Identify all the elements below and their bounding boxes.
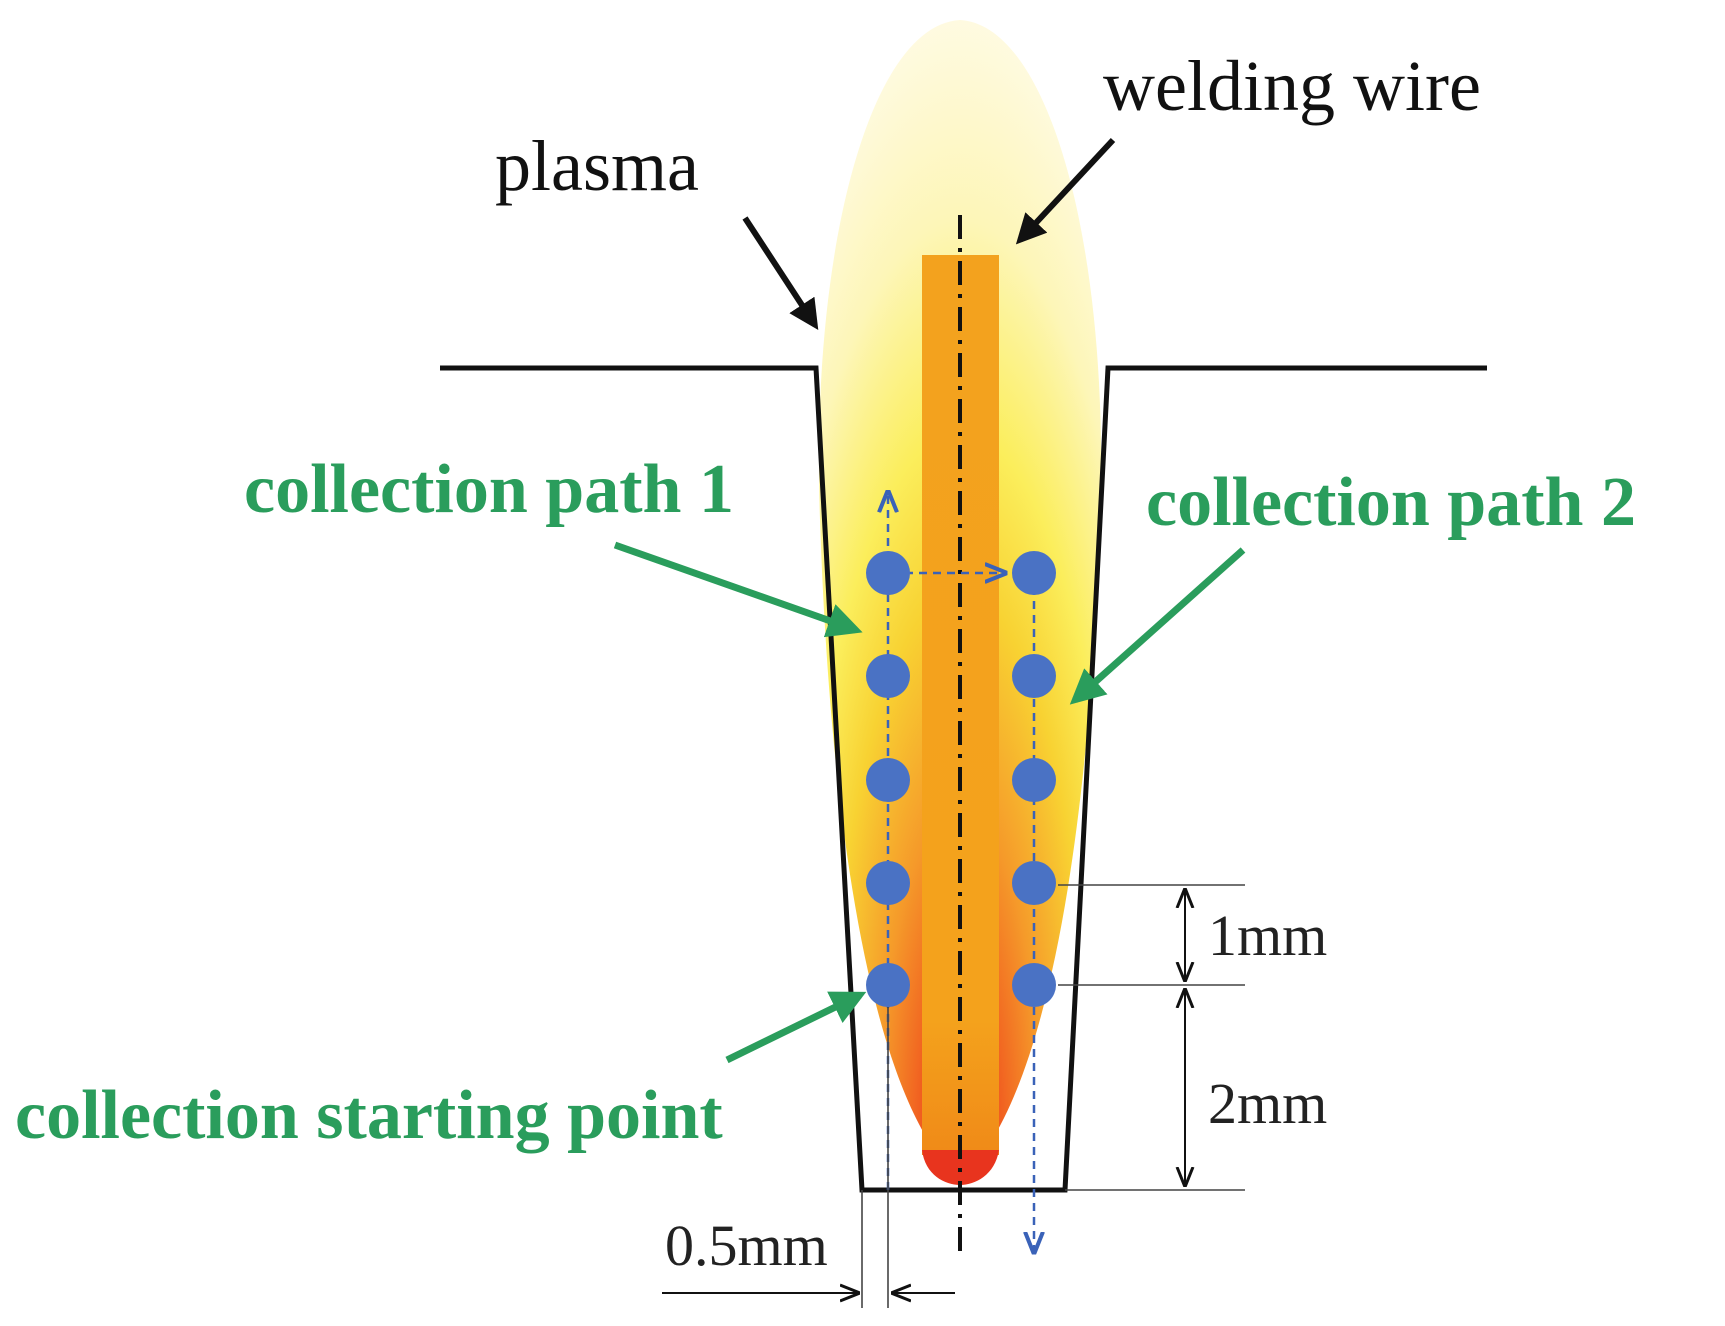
collection-point bbox=[1012, 758, 1056, 802]
collection-point bbox=[1012, 861, 1056, 905]
dimension-lines bbox=[861, 884, 1245, 1308]
collection-starting-point-label: collection starting point bbox=[15, 1077, 723, 1154]
wire-melt-tip bbox=[922, 1150, 999, 1185]
collection-point bbox=[1012, 963, 1056, 1007]
collection-starting-point-pointer-arrow bbox=[725, 991, 867, 1064]
plasma-label: plasma bbox=[495, 126, 699, 206]
collection-path-2-pointer-arrow bbox=[1069, 547, 1246, 705]
groove-outline bbox=[440, 365, 1487, 1193]
dimension-05mm-label: 0.5mm bbox=[665, 1213, 828, 1278]
collection-point bbox=[866, 861, 910, 905]
collection-path-1-pointer-arrow bbox=[613, 541, 863, 638]
plasma-pointer-arrow bbox=[742, 216, 819, 331]
welding-wire-label: welding wire bbox=[1103, 46, 1481, 126]
collection-point bbox=[866, 758, 910, 802]
collection-point bbox=[866, 654, 910, 698]
collection-points-path-1 bbox=[866, 551, 910, 1007]
collection-point bbox=[866, 963, 910, 1007]
collection-point bbox=[1012, 654, 1056, 698]
collection-path-2-label: collection path 2 bbox=[1146, 464, 1636, 541]
dimension-arrows bbox=[662, 888, 1185, 1293]
collection-path-1-label: collection path 1 bbox=[244, 451, 734, 528]
dimension-1mm-label: 1mm bbox=[1208, 903, 1327, 968]
dimension-2mm-label: 2mm bbox=[1208, 1071, 1327, 1136]
collection-points-path-2 bbox=[1012, 551, 1056, 1007]
collection-point bbox=[866, 551, 910, 595]
welding-wire-pointer-arrow bbox=[1015, 137, 1116, 245]
collection-point bbox=[1012, 551, 1056, 595]
